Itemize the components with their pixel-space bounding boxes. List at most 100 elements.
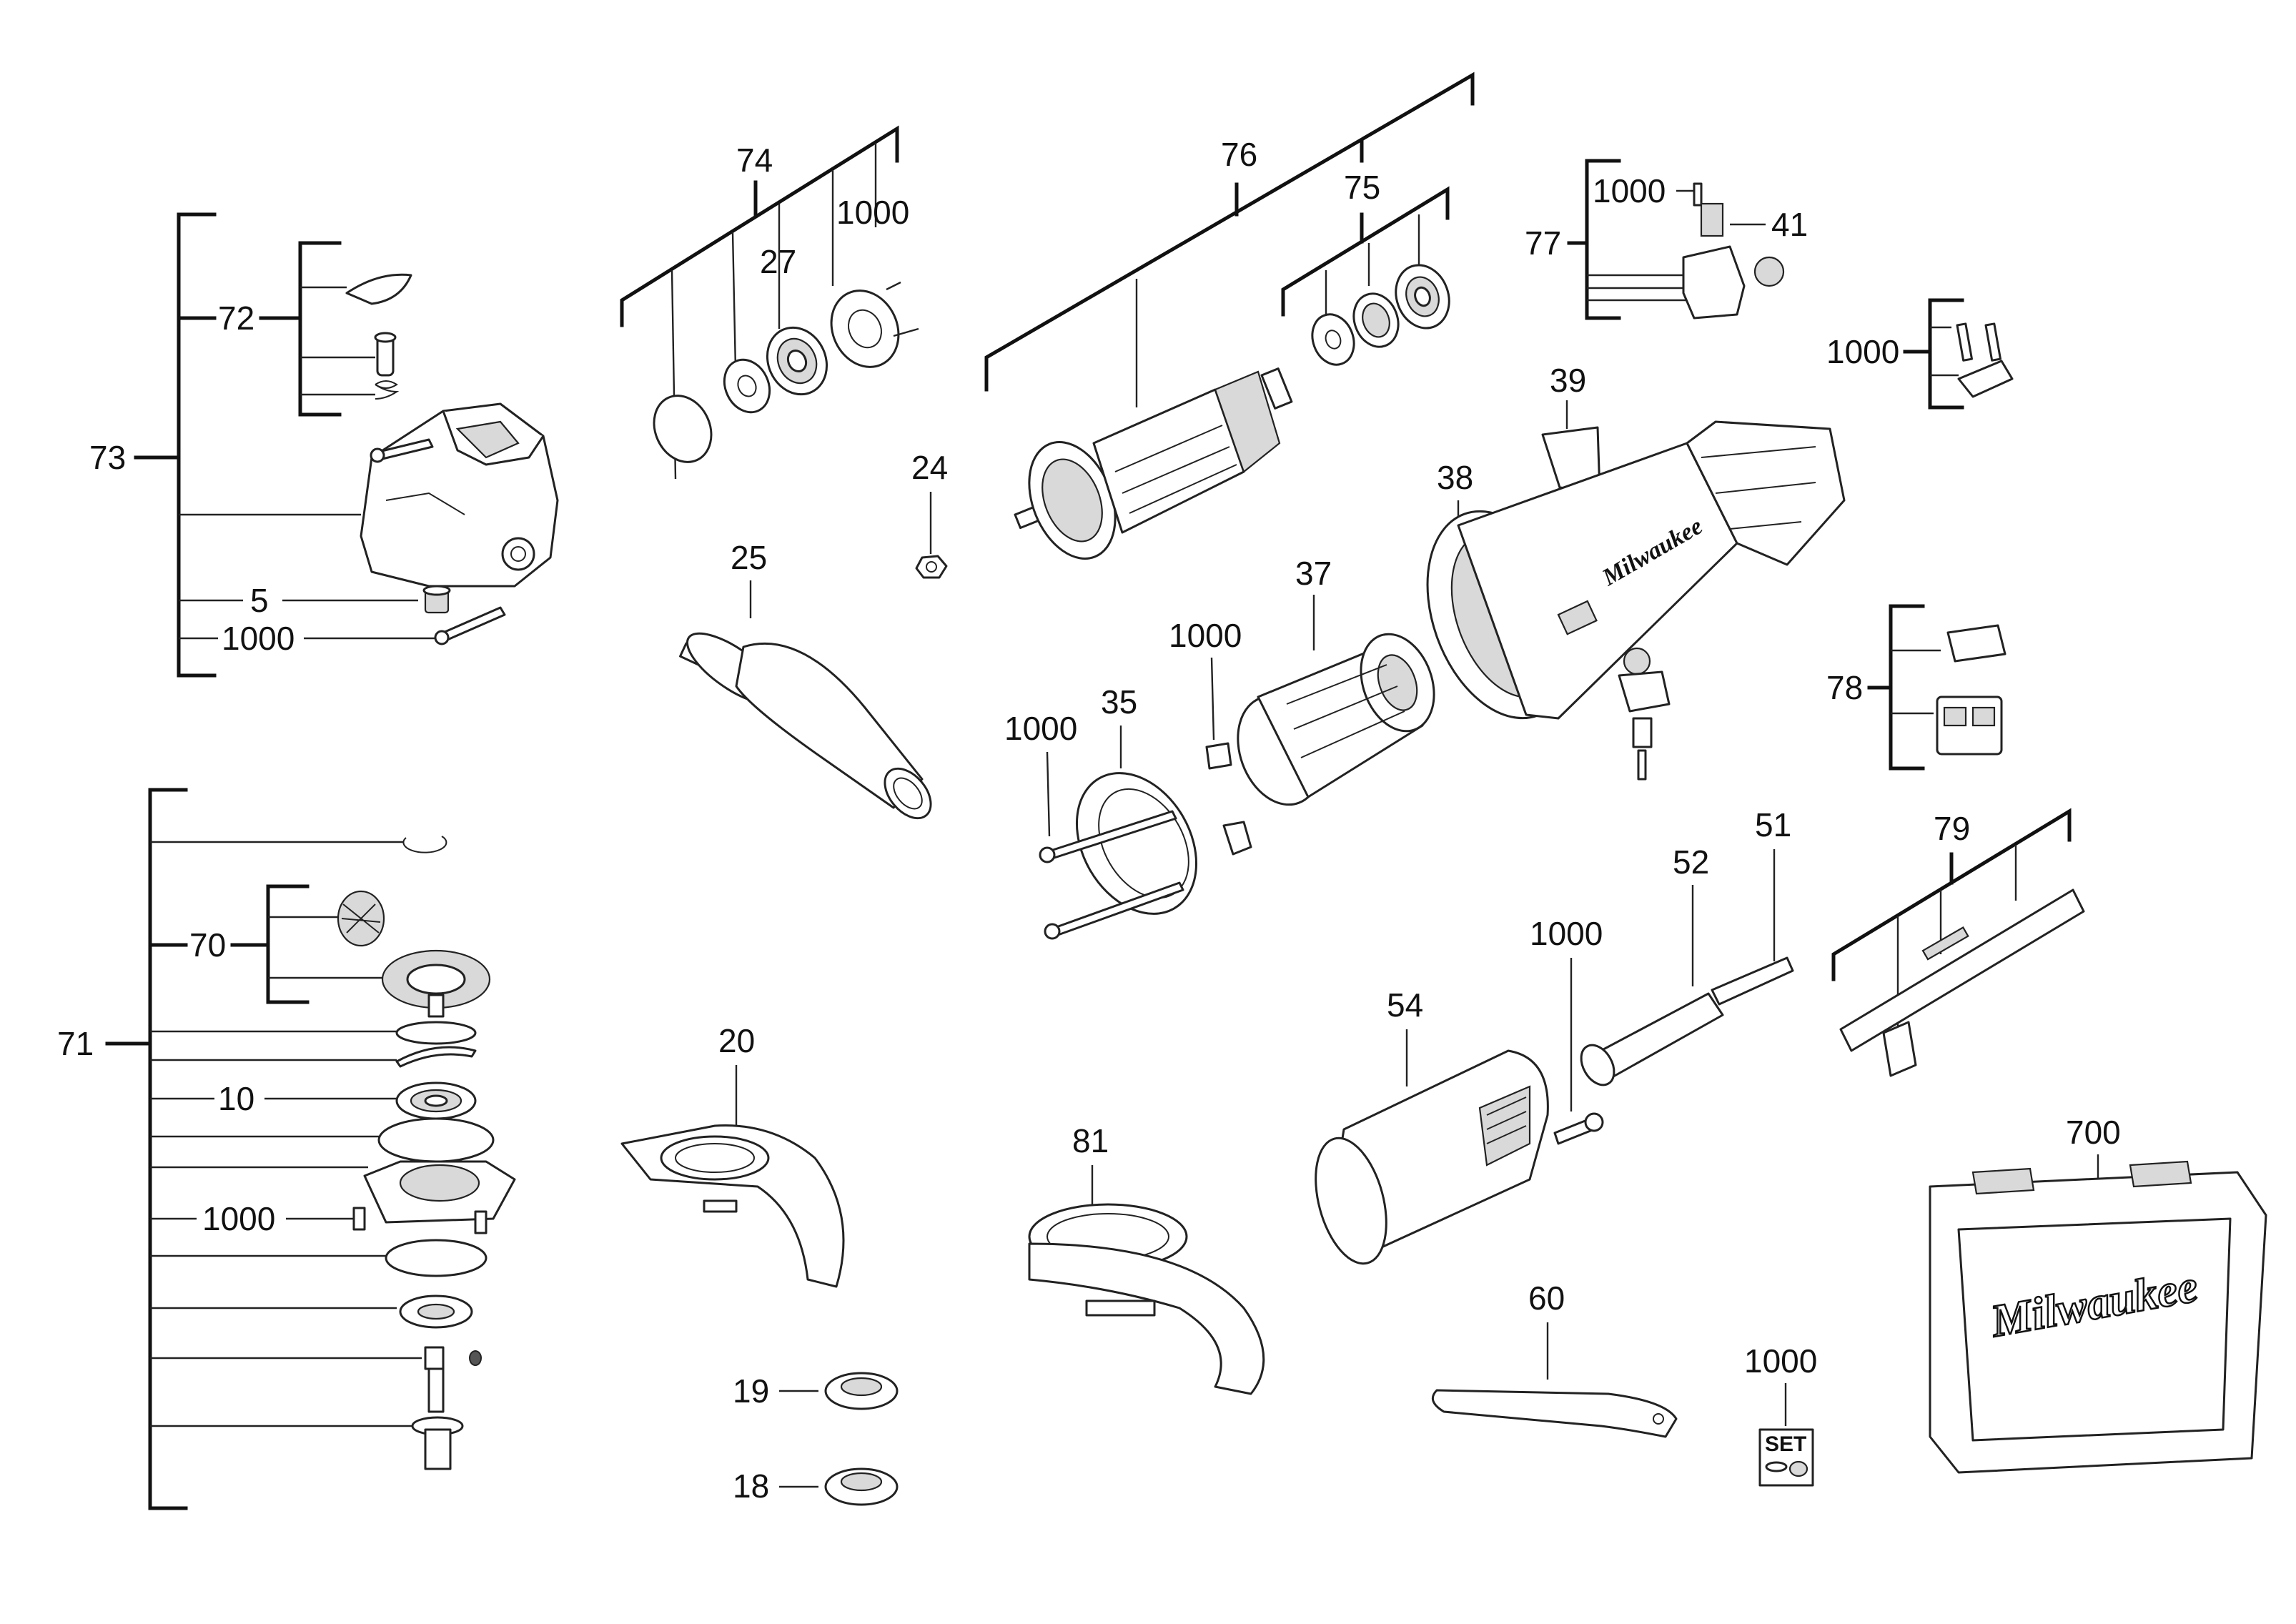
- label-71: 71: [57, 1025, 94, 1062]
- brush-holder-77: [1682, 245, 1746, 320]
- label-52: 52: [1673, 843, 1709, 881]
- label-700: 700: [2066, 1114, 2121, 1151]
- wheel-guard-81: [1028, 1203, 1265, 1395]
- screw-small: [1693, 182, 1703, 207]
- label-37: 37: [1295, 555, 1332, 592]
- o-ring-71b: [385, 1239, 488, 1277]
- label-1000-c: 1000: [1593, 172, 1666, 209]
- group-76: 76 75: [984, 71, 1475, 560]
- screw-1000-h-group: 1000: [1530, 915, 1604, 1145]
- armature-part: [1014, 367, 1293, 560]
- terminal-clip-b: [1222, 821, 1252, 856]
- set-label: SET: [1765, 1432, 1806, 1456]
- carry-case-group: 700 Milwaukee: [1929, 1114, 2267, 1474]
- label-1000-i: 1000: [1744, 1342, 1817, 1380]
- bearing-flange-71: [352, 1160, 516, 1234]
- label-60: 60: [1528, 1279, 1565, 1317]
- bearing-10: [395, 1081, 477, 1120]
- label-81: 81: [1072, 1122, 1109, 1159]
- brush-pair-part: [1946, 624, 2006, 663]
- switch-rod-79: [1839, 888, 2085, 1052]
- label-1000-g: 1000: [202, 1200, 275, 1237]
- o-ring-part: [653, 395, 713, 463]
- spindle-lock-pin: [374, 332, 397, 377]
- stator-group: 37 1000: [1169, 555, 1435, 856]
- flange-19-group: 19: [733, 1372, 899, 1410]
- label-27: 27: [760, 243, 796, 280]
- group-79: 79: [1831, 808, 2085, 1077]
- spring-41: [1753, 256, 1785, 287]
- label-38: 38: [1437, 459, 1473, 496]
- power-cord-51: [1711, 956, 1794, 1006]
- side-handle-25-group: 25: [679, 539, 932, 820]
- gear-pinion-part: [422, 585, 451, 614]
- wheel-guard-20: [620, 1124, 845, 1288]
- label-1000-d: 1000: [1826, 333, 1899, 370]
- group-73: 73 72 5 1000: [89, 212, 559, 678]
- brush-clip: [1957, 360, 2014, 398]
- set-box: [1758, 1428, 1814, 1487]
- label-79: 79: [1934, 810, 1970, 847]
- lever-part: [345, 273, 412, 305]
- group-1000-screws: 1000: [1826, 298, 2014, 410]
- bearing-plate-part: [830, 281, 919, 368]
- wrench-60-group: 60: [1431, 1279, 1678, 1438]
- stator-37: [1237, 633, 1435, 806]
- o-ring-71a: [377, 1117, 495, 1163]
- carry-case-700: Milwaukee: [1929, 1160, 2267, 1474]
- key-71: [469, 1350, 482, 1366]
- group-71: 71 70 10 1000: [57, 788, 516, 1510]
- housing-54-group: 54: [1315, 986, 1549, 1265]
- label-54: 54: [1387, 986, 1423, 1024]
- circlip-top: [402, 836, 447, 853]
- label-41: 41: [1771, 206, 1808, 243]
- label-74: 74: [736, 142, 773, 179]
- brush-holder-assembly-78a: [1618, 647, 1671, 781]
- screw-b: [1984, 322, 2002, 362]
- carbon-brush-41: [1700, 202, 1724, 237]
- label-5: 5: [250, 582, 269, 619]
- label-70: 70: [189, 926, 226, 964]
- cord-protector-52-group: 52 51: [1580, 806, 1794, 1086]
- side-handle-25: [679, 632, 932, 820]
- label-39: 39: [1550, 362, 1586, 399]
- pinion-gear-70: [337, 890, 385, 947]
- flange-18-group: 18: [733, 1467, 899, 1506]
- label-76: 76: [1221, 136, 1257, 173]
- label-1000-a: 1000: [222, 620, 295, 657]
- switch-button-79: [1882, 1021, 1917, 1077]
- label-20: 20: [718, 1022, 755, 1059]
- group-74: 74 27 1000: [620, 125, 919, 480]
- spindle-71: [411, 1346, 464, 1470]
- spanner-wrench-60: [1431, 1389, 1678, 1438]
- label-35: 35: [1101, 683, 1137, 721]
- washer-75: [1311, 313, 1355, 366]
- guard-20-group: 20: [620, 1022, 845, 1288]
- terminal-clip-a: [1205, 742, 1232, 770]
- label-75: 75: [1344, 169, 1380, 206]
- label-18: 18: [733, 1467, 769, 1505]
- label-1000-e: 1000: [1169, 617, 1242, 654]
- label-1000-f: 1000: [1004, 710, 1077, 747]
- group-78: 78: [1826, 604, 2006, 771]
- motor-housing-38: Milwaukee: [1426, 420, 1846, 720]
- outer-flange-19: [824, 1372, 899, 1410]
- washer-71a: [395, 1021, 477, 1045]
- bevel-gear-70: [381, 949, 491, 1018]
- label-72: 72: [218, 299, 254, 337]
- fan-baffle-35: [1075, 772, 1198, 915]
- rear-housing-54: [1315, 1049, 1549, 1265]
- switch-part: [1936, 695, 2003, 756]
- screw-a: [1956, 322, 1974, 362]
- group-77: 77 1000 41: [1525, 159, 1808, 320]
- label-51: 51: [1755, 806, 1791, 843]
- circlip-71: [395, 1046, 477, 1068]
- fan-baffle-group: 35 1000: [1004, 683, 1198, 940]
- nut-24-group: 24: [911, 449, 948, 579]
- gear-head-housing: [360, 402, 559, 588]
- label-19: 19: [733, 1372, 769, 1410]
- washer-part: [723, 358, 771, 414]
- motor-housing-group: 39 38 Milwaukee: [1426, 362, 1846, 781]
- label-73: 73: [89, 439, 126, 476]
